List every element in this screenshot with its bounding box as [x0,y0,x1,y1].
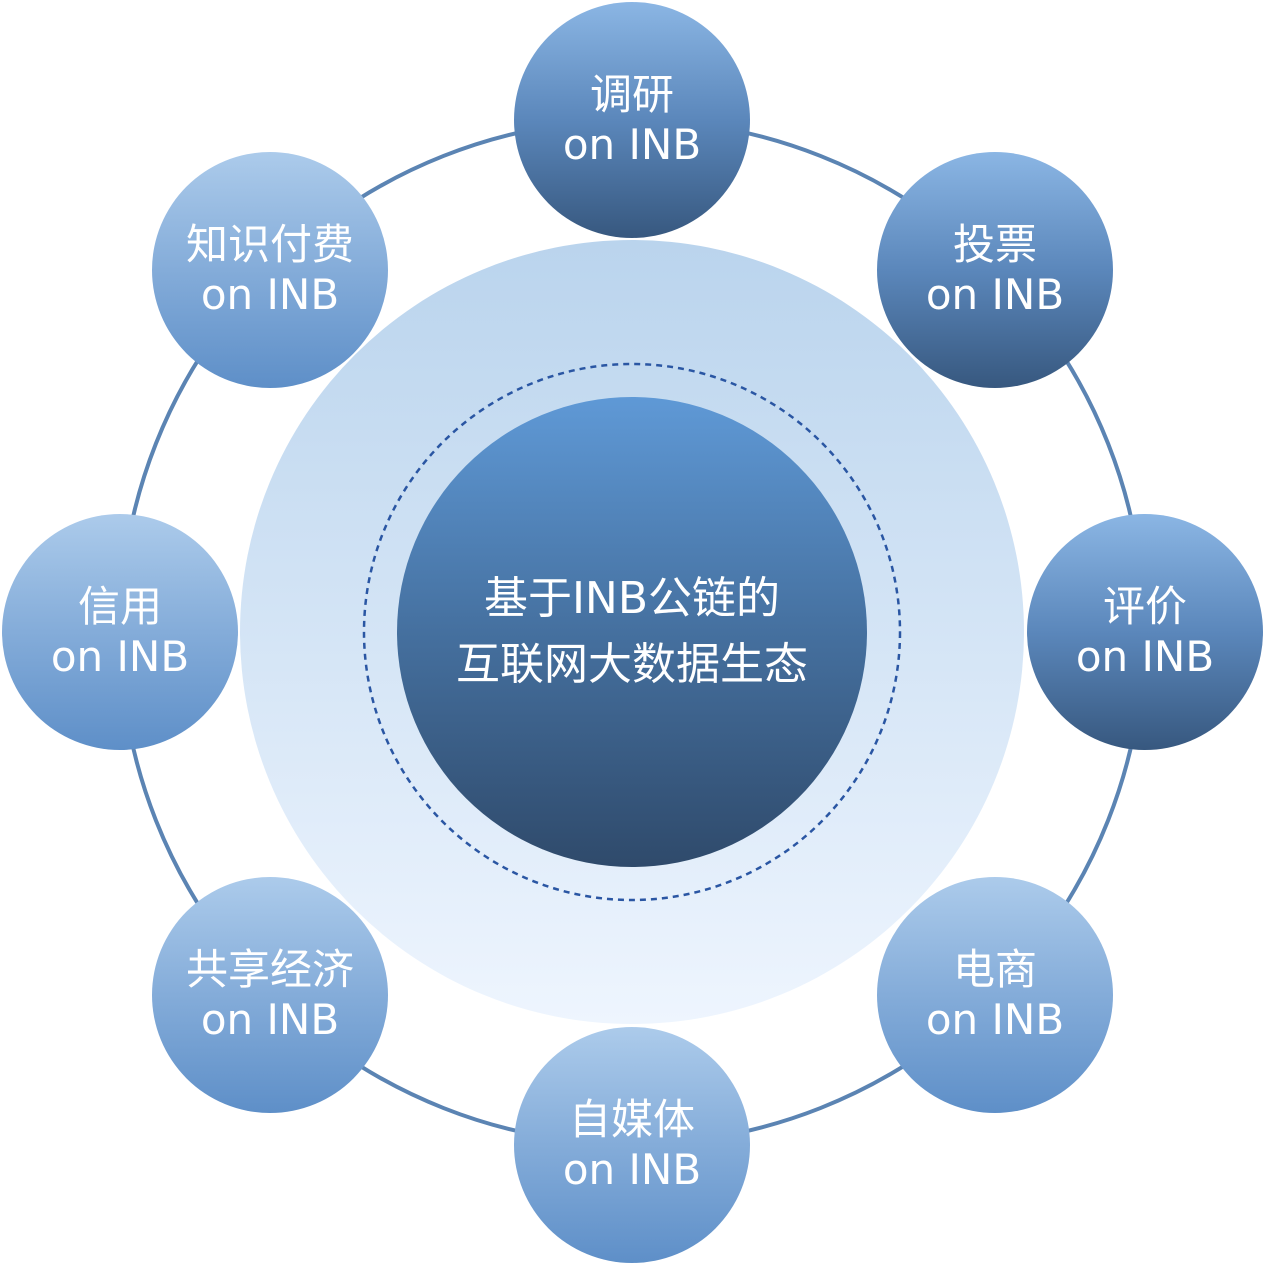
node-review: 评价 on INB [1027,514,1263,750]
node-suffix: on INB [200,995,340,1044]
center-title-line1: 基于INB公链的 [483,573,781,624]
node-title: 自媒体 [568,1095,695,1144]
node-paid-knowledge: 知识付费 on INB [152,152,388,388]
node-suffix: on INB [562,1145,702,1194]
node-sharing-economy: 共享经济 on INB [152,877,388,1113]
node-self-media: 自媒体 on INB [514,1027,750,1263]
node-suffix: on INB [925,995,1065,1044]
node-title: 信用 [77,582,162,631]
node-title: 调研 [589,70,674,119]
node-ecommerce: 电商 on INB [877,877,1113,1113]
node-title: 评价 [1102,582,1187,631]
node-suffix: on INB [925,270,1065,319]
node-title: 投票 [952,220,1037,269]
center-circle: 基于INB公链的 互联网大数据生态 [397,397,867,867]
node-suffix: on INB [200,270,340,319]
node-title: 知识付费 [185,220,354,269]
node-suffix: on INB [562,120,702,169]
node-voting: 投票 on INB [877,152,1113,388]
node-suffix: on INB [1075,632,1215,681]
node-survey: 调研 on INB [514,2,750,238]
node-suffix: on INB [50,632,190,681]
dashed-ring [362,362,902,902]
node-credit: 信用 on INB [2,514,238,750]
node-title: 电商 [952,945,1037,994]
center-title-line2: 互联网大数据生态 [456,639,808,690]
node-title: 共享经济 [185,945,354,994]
